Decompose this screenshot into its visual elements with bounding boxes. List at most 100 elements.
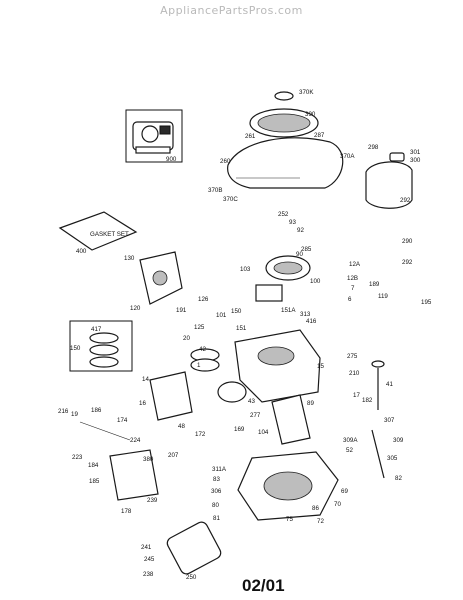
callout-182: 182 — [362, 397, 373, 404]
callout-277: 277 — [250, 412, 261, 419]
callout-174: 174 — [117, 417, 128, 424]
callout-216: 216 — [58, 408, 69, 415]
callout-184: 184 — [88, 462, 99, 469]
callout-189: 189 — [369, 281, 380, 288]
callout-245: 245 — [144, 556, 155, 563]
callout-309a: 309A — [343, 437, 358, 444]
callout-900: 900 — [166, 156, 177, 163]
callout-100: 100 — [310, 278, 321, 285]
callout-42: 42 — [199, 346, 206, 353]
governor-spring — [79, 421, 131, 441]
callout-417: 417 — [91, 326, 102, 333]
callout-195: 195 — [421, 299, 432, 306]
callout-186: 186 — [91, 407, 102, 414]
callout-82: 82 — [395, 475, 402, 482]
callout-252: 252 — [278, 211, 289, 218]
callout-261: 261 — [245, 133, 256, 140]
callout-150: 150 — [231, 308, 242, 315]
callout-292: 292 — [402, 259, 413, 266]
callout-250: 250 — [186, 574, 197, 581]
air-filter-assembly — [109, 449, 159, 501]
callout-285: 285 — [301, 246, 312, 253]
callout-300: 300 — [410, 157, 421, 164]
footer-date-code: 02/01 — [242, 576, 285, 595]
gasket-set — [58, 211, 138, 251]
callout-103: 103 — [240, 266, 251, 273]
callout-16: 16 — [139, 400, 146, 407]
callout-416: 416 — [306, 318, 317, 325]
watermark-text: AppliancePartsPros.com — [160, 4, 303, 17]
callout-6: 6 — [348, 296, 352, 303]
callout-390: 390 — [305, 111, 316, 118]
callout-72: 72 — [317, 518, 324, 525]
callout-90: 90 — [296, 251, 303, 258]
callout-80: 80 — [212, 502, 219, 509]
callout-43: 43 — [248, 398, 255, 405]
piston-ring-inset-box — [69, 320, 133, 372]
callout-311a: 311A — [212, 466, 227, 473]
callout-400: 400 — [76, 248, 87, 255]
callout-210: 210 — [349, 370, 360, 377]
piston — [217, 381, 247, 403]
callout-92: 92 — [297, 227, 304, 234]
callout-86: 86 — [312, 505, 319, 512]
starter-rope-handle — [274, 91, 294, 101]
callout-169: 169 — [234, 426, 245, 433]
callout-15: 15 — [317, 363, 324, 370]
callout-14: 14 — [142, 376, 149, 383]
engine-inset-illustration — [132, 121, 174, 154]
callout-130: 130 — [124, 255, 135, 262]
callout-93: 93 — [289, 219, 296, 226]
callout-307: 307 — [384, 417, 395, 424]
pleated-air-filter — [166, 521, 222, 575]
engine-inset-box — [125, 109, 183, 163]
recoil-starter-pulley — [257, 113, 311, 133]
callout-191: 191 — [176, 307, 187, 314]
callout-12a: 12A — [349, 261, 361, 268]
callout-241: 241 — [141, 544, 152, 551]
callout-370k: 370K — [299, 89, 314, 96]
fuel-tank — [365, 161, 413, 209]
callout-380: 380 — [143, 456, 154, 463]
callout-12b: 12B — [347, 275, 358, 282]
callout-83: 83 — [213, 476, 220, 483]
callout-17: 17 — [353, 392, 360, 399]
callout-151a: 151A — [281, 307, 296, 314]
callout-370b: 370B — [208, 187, 222, 194]
fuel-cap — [389, 152, 405, 162]
callout-119: 119 — [378, 293, 388, 300]
callout-306: 306 — [211, 488, 222, 495]
callout-7: 7 — [351, 285, 355, 292]
callout-290: 290 — [402, 238, 413, 245]
callout-223: 223 — [72, 454, 83, 461]
callout-305: 305 — [387, 455, 398, 462]
callout-81: 81 — [213, 515, 220, 522]
muffler — [149, 371, 193, 421]
callout-287: 287 — [314, 132, 325, 139]
gasket-set-label: GASKET SET — [90, 231, 129, 238]
callout-151: 151 — [236, 325, 247, 332]
callout-207: 207 — [168, 452, 179, 459]
blower-housing — [227, 137, 344, 189]
callout-126: 126 — [198, 296, 209, 303]
piston-rings-illustration — [89, 332, 119, 368]
callout-238: 238 — [143, 571, 154, 578]
callout-185: 185 — [89, 478, 100, 485]
callout-309: 309 — [393, 437, 404, 444]
callout-275: 275 — [347, 353, 358, 360]
callout-298: 298 — [368, 144, 379, 151]
callout-48: 48 — [178, 423, 185, 430]
callout-292: 292 — [400, 197, 411, 204]
callout-301: 301 — [410, 149, 421, 156]
callout-239: 239 — [147, 497, 158, 504]
crankshaft — [271, 394, 311, 445]
callout-313: 313 — [300, 311, 311, 318]
callout-120: 120 — [130, 305, 141, 312]
callout-75: 75 — [286, 516, 293, 523]
callout-150: 150 — [70, 345, 81, 352]
callout-125: 125 — [194, 324, 205, 331]
callout-20: 20 — [183, 335, 190, 342]
callout-89: 89 — [307, 400, 314, 407]
callout-41: 41 — [386, 381, 393, 388]
